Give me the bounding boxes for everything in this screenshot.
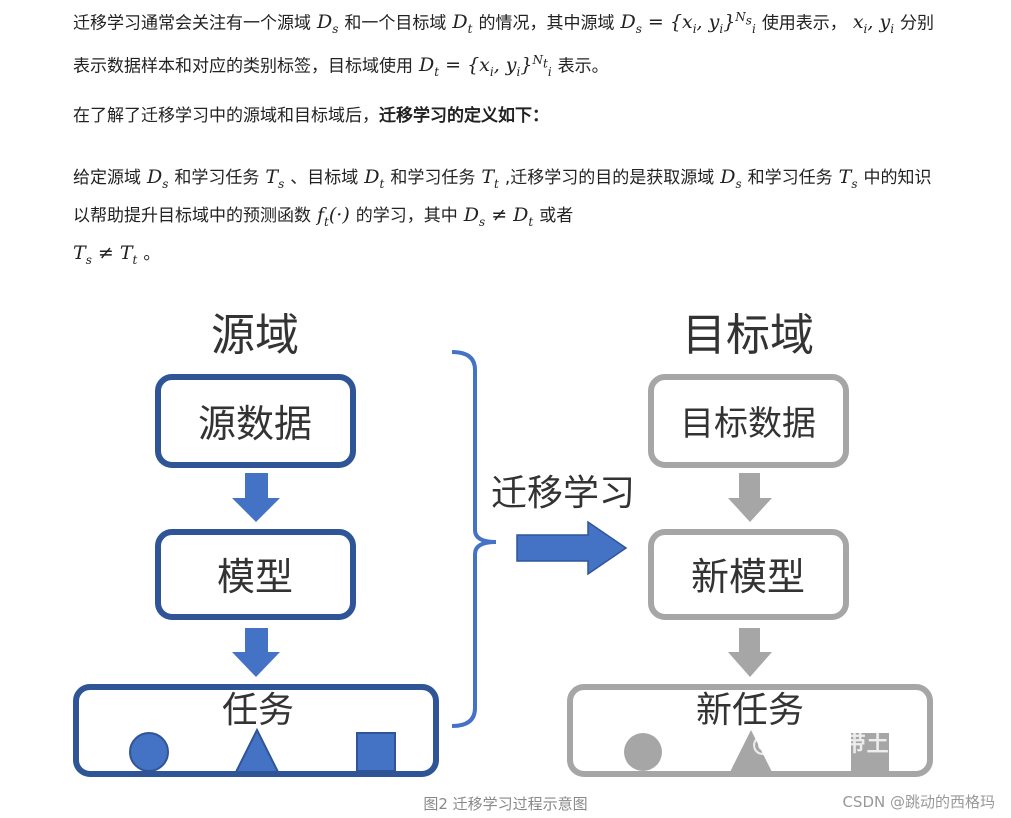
down-arrow-icon [232,473,280,522]
circle-shape [624,733,662,771]
source-task-label: 任务 [222,690,294,731]
math-ds: Ds [317,11,339,37]
target-model-label: 新模型 [691,555,805,599]
brace-icon [451,350,497,728]
zhihu-watermark: 知乎 @宇智波带土 [697,732,890,757]
math-source-formula: Ds = {xi, yi}Nsi [620,10,756,37]
math-ds: Ds [147,166,169,191]
triangle-shape [234,727,280,773]
text: 表示。 [557,56,609,77]
csdn-watermark: CSDN @跳动的西格玛 [842,793,995,811]
figure-caption: 图2 迁移学习过程示意图 [423,795,588,813]
source-domain-title: 源域 [211,310,299,361]
source-data-box [155,374,356,468]
math-ds: Ds [720,166,742,191]
math-ts: Ts [265,166,285,191]
down-arrow-icon [728,628,772,677]
down-arrow-icon [728,473,772,522]
transfer-learning-diagram: 源域 源数据 模型 任务 迁移学习 目标域 目标数据 新模型 新任务 [73,310,933,777]
source-model-box [155,529,356,620]
target-domain-title: 目标域 [682,310,814,361]
square-shape [356,732,396,772]
circle-shape [129,732,169,772]
math-ts: Ts [838,166,858,191]
text: 的情况，其中源域 [478,13,615,34]
target-task-label: 新任务 [696,690,804,731]
math-neq-d: Ds ≠ Dt [463,203,534,229]
target-data-label: 目标数据 [680,404,816,444]
target-model-box [648,529,849,620]
paragraph-definition-intro: 在了解了迁移学习中的源域和目标域后，迁移学习的定义如下： [73,106,549,126]
math-ft: ft(·) [317,203,350,229]
text: 迁移学习通常会关注有一个源域 [73,13,311,34]
math-tt: Tt [481,166,499,191]
triangle-shape [730,730,772,772]
source-model-label: 模型 [217,555,293,599]
bold-text: 迁移学习的定义如下： [379,106,549,126]
square-shape [851,733,889,771]
target-data-box [648,374,849,468]
right-arrow-icon [516,520,628,576]
text: 使用表示， [761,13,847,34]
math-dt: Dt [452,11,473,37]
source-data-label: 源数据 [198,402,312,446]
math-neq-t: Ts ≠ Tt [73,241,138,267]
math-dt: Dt [364,166,385,191]
text: 分别表示数据样本和对应的类别标签，目标域使用 [73,13,935,77]
math-target-formula: Dt = {xi, yi}Nti [419,53,552,80]
down-arrow-icon [232,628,280,677]
transfer-learning-label: 迁移学习 [491,473,635,514]
text: 和一个目标域 [344,13,447,34]
math-xy: xi, yi [852,11,895,37]
